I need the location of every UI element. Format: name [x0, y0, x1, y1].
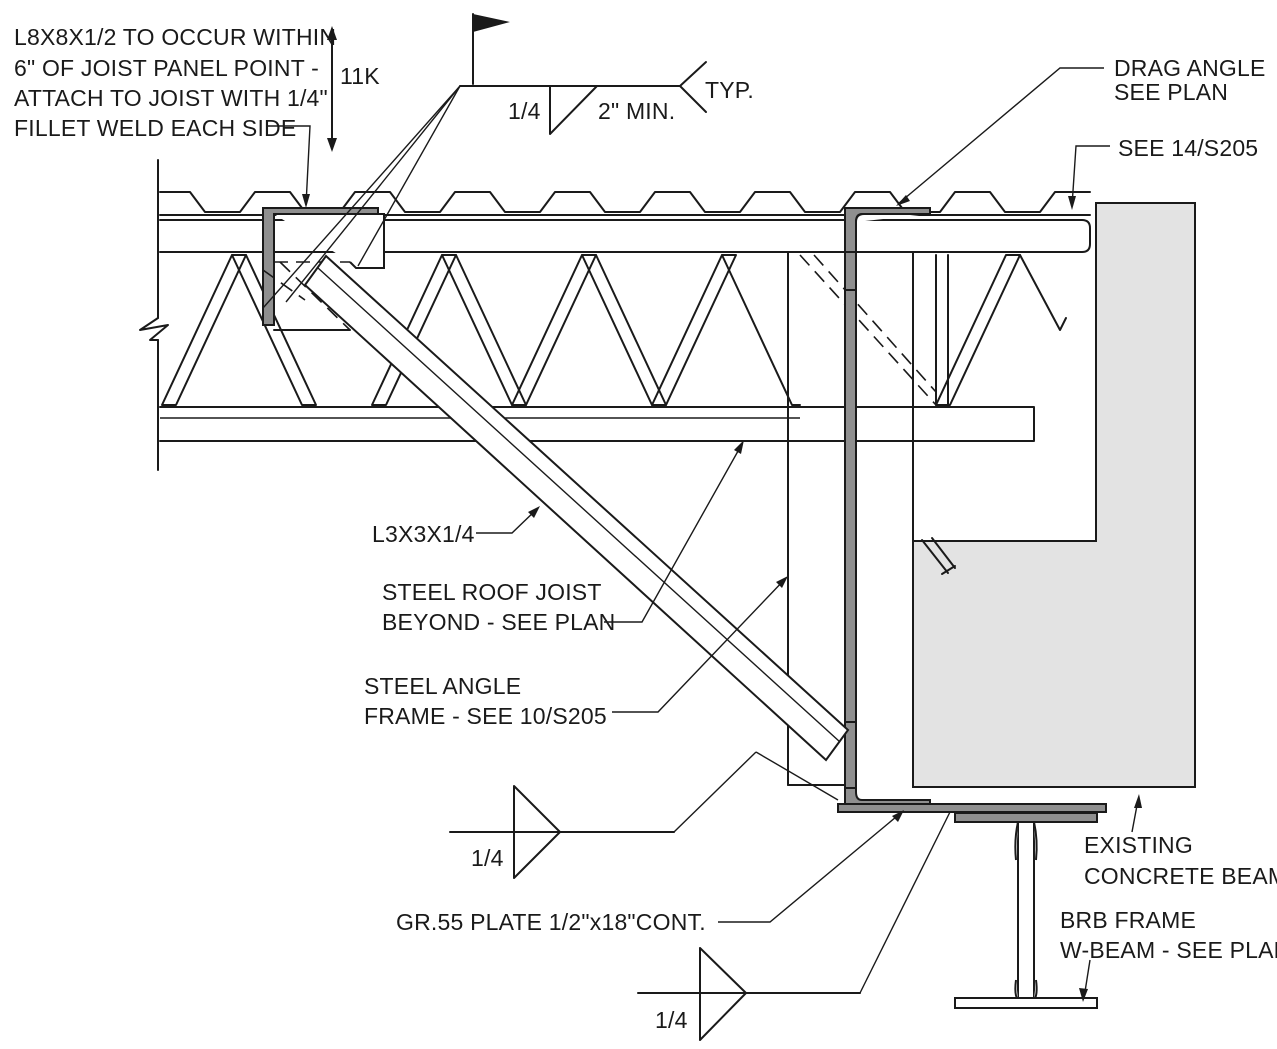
note-existing-beam-line-1: EXISTING: [1084, 832, 1193, 858]
note-see-14: SEE 14/S205: [1118, 135, 1258, 161]
note-steel-angle-frame-line-2: FRAME - SEE 10/S205: [364, 703, 607, 729]
weld-symbol-left: 1/4: [449, 751, 839, 879]
weld-top-size: 1/4: [508, 98, 541, 124]
note-l8x8-line-4: FILLET WELD EACH SIDE: [14, 115, 296, 141]
left-break-line: [139, 159, 169, 471]
notes: L8X8X1/2 TO OCCUR WITHIN 6" OF JOIST PAN…: [14, 24, 1277, 963]
weld-bottom-size: 1/4: [655, 1007, 688, 1033]
note-l8x8-line-1: L8X8X1/2 TO OCCUR WITHIN: [14, 24, 336, 50]
note-existing-beam-line-2: CONCRETE BEAM: [1084, 863, 1277, 889]
note-brb-frame-line-1: BRB FRAME: [1060, 907, 1196, 933]
note-load: 11K: [340, 63, 380, 89]
existing-concrete-beam: [912, 202, 1196, 788]
weld-symbol-top: 1/4 2" MIN. TYP.: [262, 13, 754, 309]
note-drag-angle-line-2: SEE PLAN: [1114, 79, 1228, 105]
weld-top-tail: TYP.: [705, 77, 754, 103]
note-brb-frame-line-2: W-BEAM - SEE PLAN: [1060, 937, 1277, 963]
steel-roof-joist: [159, 219, 1091, 442]
gr55-plate-and-w-beam: [837, 803, 1107, 1009]
note-steel-joist-line-1: STEEL ROOF JOIST: [382, 579, 602, 605]
note-drag-angle-line-1: DRAG ANGLE: [1114, 55, 1266, 81]
weld-left-size: 1/4: [471, 845, 504, 871]
leader-lines: [268, 26, 1142, 1002]
note-steel-angle-frame-line-1: STEEL ANGLE: [364, 673, 521, 699]
note-l8x8-line-3: ATTACH TO JOIST WITH 1/4": [14, 85, 328, 111]
note-gr55-plate: GR.55 PLATE 1/2"x18"CONT.: [396, 909, 706, 935]
l3x3-diagonal-brace: [262, 254, 850, 762]
note-steel-joist-line-2: BEYOND - SEE PLAN: [382, 609, 615, 635]
note-l8x8-line-2: 6" OF JOIST PANEL POINT -: [14, 55, 319, 81]
weld-symbol-bottom: 1/4: [637, 811, 951, 1041]
l8x8-clip-angle: [262, 207, 385, 331]
note-l3x3: L3X3X1/4: [372, 521, 475, 547]
weld-top-length: 2" MIN.: [598, 98, 675, 124]
